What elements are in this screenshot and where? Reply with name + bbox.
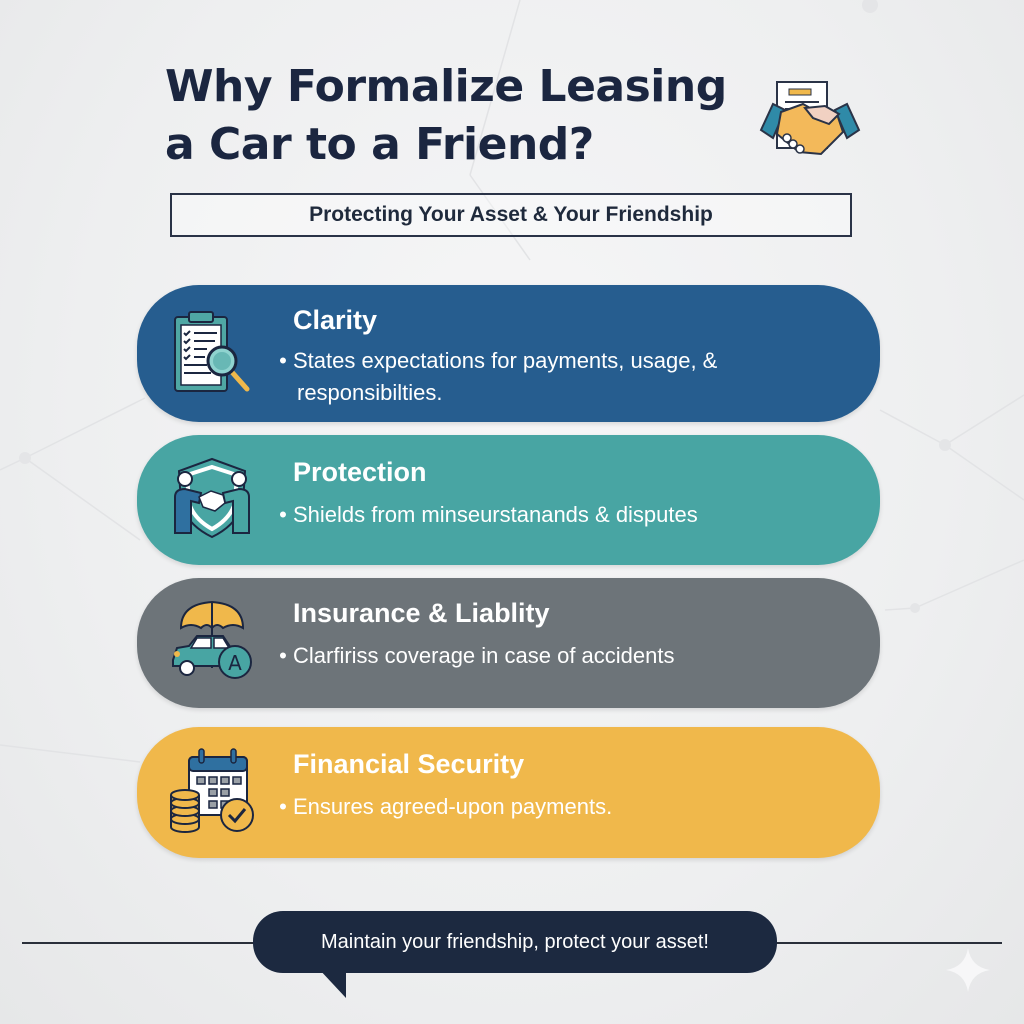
card-insurance-liability: A Insurance & Liablity •Clarfiriss cover… (137, 578, 880, 708)
contract-handshake-icon (759, 81, 861, 156)
card-description: •Ensures agreed-upon payments. (279, 794, 613, 819)
card-title: Clarity (293, 305, 378, 335)
card-description: •Shields from minseurstanands & disputes (279, 502, 698, 527)
card-description: •States expectations for payments, usage… (279, 348, 718, 405)
umbrella-car-icon: A (172, 600, 252, 679)
page-title: Why Formalize Leasing a Car to a Friend? (165, 58, 765, 174)
callout-bubble: Maintain your friendship, protect your a… (253, 911, 777, 973)
card-protection: Protection •Shields from minseurstanands… (137, 435, 880, 565)
callout-text: Maintain your friendship, protect your a… (321, 930, 709, 953)
card-title: Financial Security (293, 749, 525, 779)
sparkle-icon (946, 948, 990, 992)
svg-text:A: A (228, 651, 242, 675)
subtitle-banner: Protecting Your Asset & Your Friendship (170, 193, 852, 237)
subtitle-text: Protecting Your Asset & Your Friendship (309, 203, 713, 226)
callout-tail (318, 968, 346, 998)
title-line-2: a Car to a Friend? (165, 119, 594, 170)
calendar-coins-check-icon (170, 748, 254, 833)
title-line-1: Why Formalize Leasing (165, 61, 727, 112)
card-financial-security: Financial Security •Ensures agreed-upon … (137, 727, 880, 858)
card-title: Protection (293, 457, 427, 487)
card-title: Insurance & Liablity (293, 598, 550, 628)
clipboard-magnifier-icon (174, 311, 250, 392)
footer-divider-right (775, 942, 1002, 944)
card-clarity: Clarity •States expectations for payment… (137, 285, 880, 422)
card-description: •Clarfiriss coverage in case of accident… (279, 643, 675, 668)
shield-handshake-icon (174, 457, 250, 539)
footer-divider-left (22, 942, 257, 944)
